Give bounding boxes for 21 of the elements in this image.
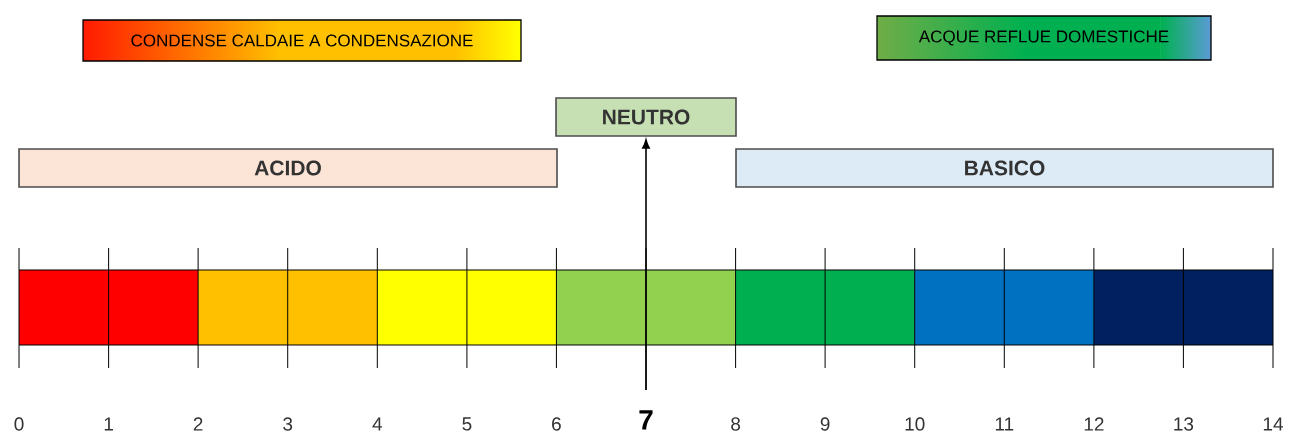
- range-box: ACIDO: [18, 148, 558, 188]
- tick-label: 11: [995, 417, 1014, 431]
- tick-label: 13: [1174, 417, 1194, 431]
- range-box: BASICO: [735, 148, 1274, 188]
- tick-label: 5: [462, 417, 472, 431]
- tick-label: 9: [820, 417, 830, 431]
- tick-label: 14: [1263, 417, 1283, 431]
- tick-label: 4: [372, 417, 383, 431]
- tick-label: 10: [905, 417, 925, 431]
- tick-label: 12: [1084, 417, 1104, 431]
- tick-label: 2: [193, 417, 203, 431]
- label-box: CONDENSE CALDAIE A CONDENSAZIONE: [82, 19, 522, 62]
- label-box: ACQUE REFLUE DOMESTICHE: [876, 15, 1212, 61]
- arrow: [642, 139, 650, 391]
- tick-label: 6: [552, 417, 561, 431]
- tick-label: 3: [283, 417, 293, 431]
- tick-label: 8: [731, 417, 741, 431]
- range-box: NEUTRO: [555, 97, 737, 137]
- tick-label: 1: [104, 417, 113, 431]
- tick-label: 7: [639, 410, 653, 430]
- tick-label: 0: [14, 417, 24, 431]
